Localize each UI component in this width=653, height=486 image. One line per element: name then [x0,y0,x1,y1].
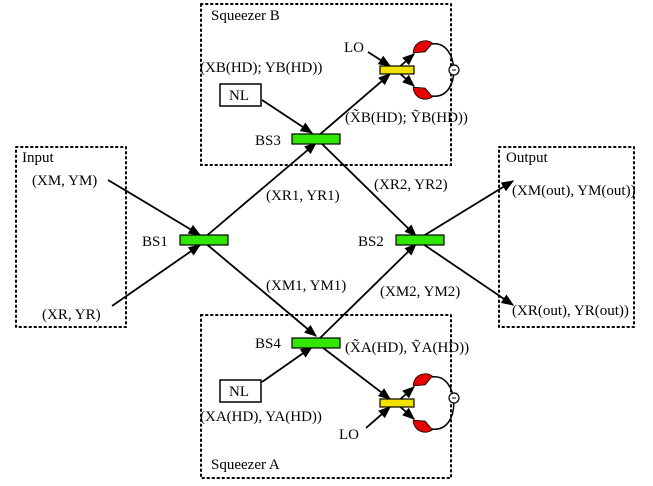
hd-beam-splitter-a [379,398,415,408]
signal-m2: (XM2, YM2) [380,284,460,300]
signal-r2: (XR2, YR2) [374,177,448,193]
signal-m1: (XM1, YM1) [266,278,346,294]
bs4-label: BS4 [255,336,281,352]
output-box [498,146,635,328]
bs2-label: BS2 [358,234,384,250]
input-box [15,146,127,328]
bs1-label: BS1 [142,234,168,250]
beam-input-r-to-bs1 [111,244,202,307]
hd-beam-splitter-b [379,65,415,75]
input-title: Input [22,150,54,166]
beam-bs3-to-bs2 [317,139,417,237]
signal-squeezer-a-hd: (XA(HD), YA(HD)) [200,409,322,425]
beam-bs1-to-bs3 [203,142,317,239]
bs2-splitter [395,234,445,246]
homodyne-detector-b [379,40,460,100]
lo-b-label: LO [344,40,364,56]
beam-bs2-to-out-r [419,241,515,306]
signal-squeezer-a-measured: (X̃A(HD), ỸA(HD)) [345,339,469,356]
signal-squeezer-b-measured: (X̃B(HD); ỸB(HD)) [345,109,468,126]
bs4-splitter [291,337,341,349]
homodyne-detector-a [379,373,460,433]
beam-bs4-to-hd-a [317,343,392,400]
lo-a-label: LO [339,427,359,443]
bs1-splitter [179,234,229,246]
beam-bs2-to-out-m [419,180,515,239]
signal-output-r: (XR(out), YR(out)) [512,303,629,319]
squeezer-b-title: Squeezer B [211,8,280,24]
beam-bs3-to-hd-b [317,73,391,137]
nl-a-label: NL [229,384,249,400]
nl-box-b [219,83,262,107]
squeezer-a-title: Squeezer A [211,457,280,473]
signal-input-r: (XR, YR) [42,307,101,323]
signal-r1: (XR1, YR1) [266,188,340,204]
beam-lo-a [365,406,391,429]
beam-bs1-to-bs4 [203,241,317,337]
bs3-splitter [291,133,341,145]
photodiode-a-bottom [412,419,434,433]
nl-box-a [219,379,262,403]
beam-nl-b-to-bs3 [261,99,314,134]
beam-nl-a-to-bs4 [261,346,314,383]
beam-lo-b [367,51,392,67]
signal-output-m: (XM(out), YM(out)) [512,183,636,199]
output-title: Output [506,150,549,166]
photodiode-a-top [412,373,434,387]
photodiode-b-top [412,40,434,54]
signal-input-m: (XM, YM) [32,173,97,189]
signal-squeezer-b-hd: (XB(HD); YB(HD)) [200,60,322,76]
nl-b-label: NL [229,88,249,104]
photodiode-b-bottom [412,86,434,100]
beam-bs4-to-bs2 [317,243,417,341]
bs3-label: BS3 [255,133,281,149]
beam-input-m-to-bs1 [107,179,202,236]
